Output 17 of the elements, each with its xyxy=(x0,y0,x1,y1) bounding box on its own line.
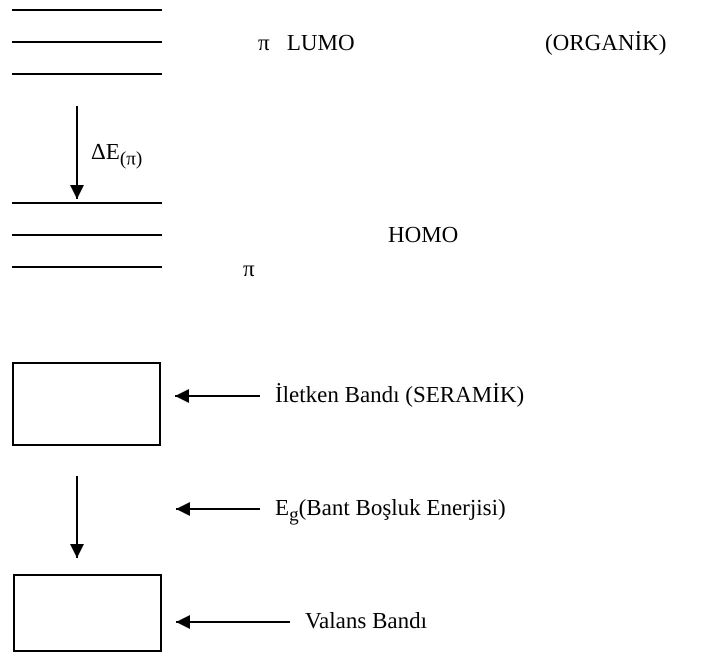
band-box xyxy=(12,362,161,446)
energy-level-lines xyxy=(12,8,162,76)
arrow xyxy=(176,502,260,516)
arrow xyxy=(176,615,290,629)
edge-label: ΔE$_{(π)}$ xyxy=(91,138,142,172)
energy-level-lines xyxy=(12,201,162,269)
arrow xyxy=(70,476,84,558)
level-label: π xyxy=(243,256,255,282)
band-label: İletken Bandı (SERAMİK) xyxy=(275,382,524,408)
arrow xyxy=(175,389,260,403)
level-label: HOMO xyxy=(388,222,458,248)
level-label: π LUMO xyxy=(258,30,355,56)
arrow xyxy=(70,106,84,199)
level-label: (ORGANİK) xyxy=(545,30,666,56)
band-box xyxy=(13,574,162,652)
band-label: Valans Bandı xyxy=(305,608,428,634)
band-label: E$_{g}$(Bant Boşluk Enerjisi) xyxy=(275,495,506,529)
